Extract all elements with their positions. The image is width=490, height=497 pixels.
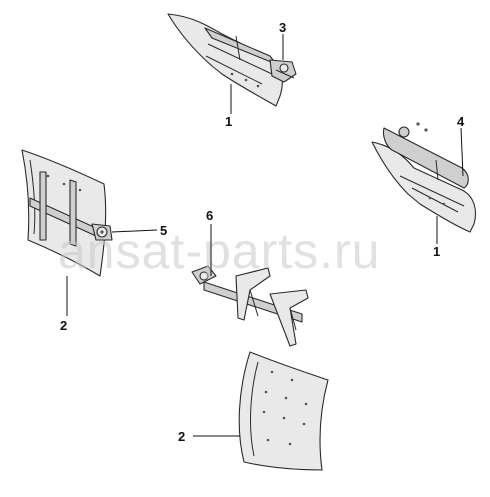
mounting-clamp-left xyxy=(91,223,113,241)
leader-5 xyxy=(111,229,158,233)
mudflap-lower xyxy=(238,351,329,471)
leader-4 xyxy=(460,127,464,177)
callout-2-left: 2 xyxy=(60,318,67,333)
leader-lines xyxy=(66,34,464,437)
watermark-text: ansat-parts.ru xyxy=(58,223,380,279)
mounting-clamp-top xyxy=(269,59,297,83)
callout-6: 6 xyxy=(206,208,213,223)
callout-1-right: 1 xyxy=(433,244,440,259)
callout-1-top: 1 xyxy=(225,114,232,129)
callout-5: 5 xyxy=(160,223,167,238)
mudflap-bracket-top xyxy=(167,13,283,107)
callout-3: 3 xyxy=(279,20,286,35)
callout-4: 4 xyxy=(457,114,465,129)
mudflap-bracket-right xyxy=(371,122,477,233)
support-arm-lower xyxy=(191,265,309,347)
callout-2-lower: 2 xyxy=(178,429,185,444)
